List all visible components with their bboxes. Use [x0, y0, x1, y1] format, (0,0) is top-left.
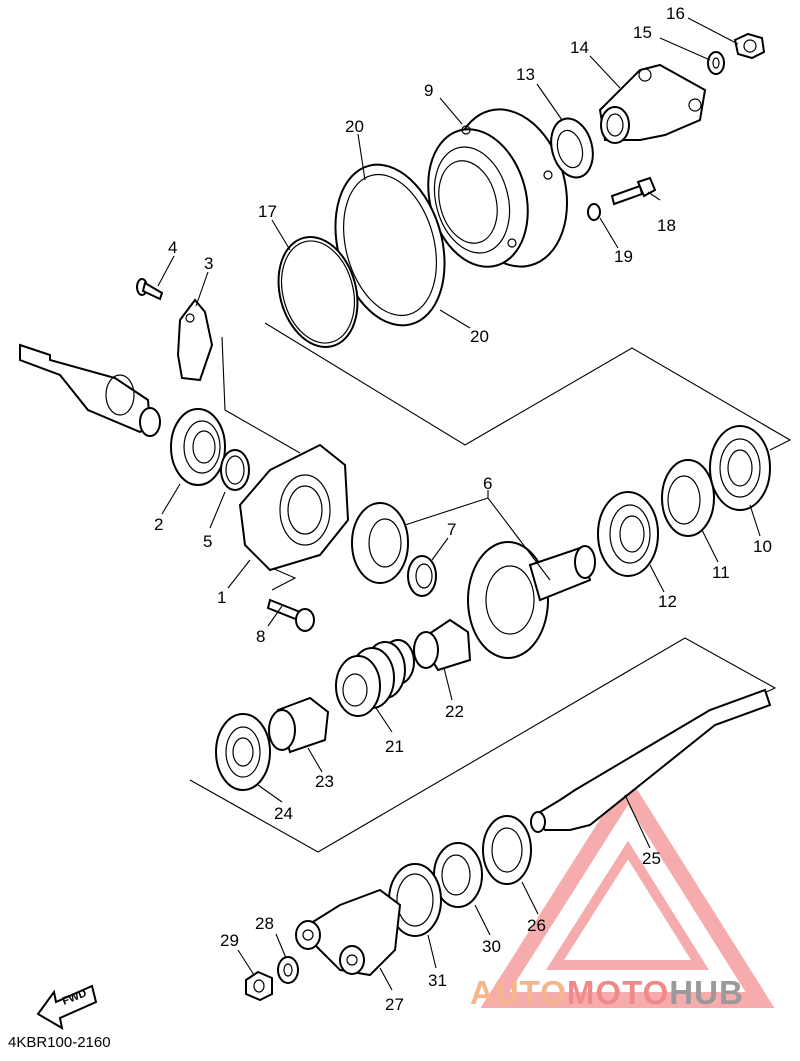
- label-29: 29: [220, 931, 239, 950]
- label-31: 31: [428, 971, 447, 990]
- label-20-bottom: 20: [470, 327, 489, 346]
- part-10-bearing: [709, 425, 771, 511]
- part-13-seal: [550, 117, 594, 179]
- part-11-nut: [661, 459, 715, 537]
- part-5-circlip: [220, 449, 250, 491]
- watermark-text: AUTOMOTOHUB: [470, 974, 744, 1012]
- diagram-code: 4KBR100-2160: [8, 1034, 111, 1051]
- label-11: 11: [712, 563, 730, 582]
- part-18-bolt: [610, 176, 657, 206]
- label-24: 24: [274, 804, 293, 823]
- label-20-top: 20: [345, 117, 364, 136]
- label-27: 27: [385, 995, 404, 1014]
- watermark-logo: [480, 775, 775, 1008]
- part-20-gasket: [334, 163, 446, 327]
- label-19: 19: [614, 247, 633, 266]
- part-7-bearing: [407, 555, 437, 597]
- label-16: 16: [666, 4, 685, 23]
- fwd-arrow-icon: FWD: [36, 984, 98, 1030]
- part-28-washer: [277, 956, 299, 984]
- part-8-bolt: [266, 598, 315, 632]
- part-15-washer: [707, 51, 725, 75]
- label-17: 17: [258, 202, 277, 221]
- label-23: 23: [315, 772, 334, 791]
- label-30: 30: [482, 937, 501, 956]
- label-6: 6: [483, 474, 492, 493]
- part-21-spring: [335, 639, 415, 717]
- label-2: 2: [154, 515, 163, 534]
- part-22-collar: [413, 618, 472, 672]
- label-7: 7: [447, 520, 456, 539]
- part-6-gear-small: [351, 502, 409, 584]
- part-14-yoke: [598, 63, 707, 144]
- label-13: 13: [516, 65, 535, 84]
- part-25-shaft: [530, 688, 772, 833]
- watermark-hub: HUB: [669, 974, 744, 1011]
- leader-lines: [157, 17, 761, 991]
- label-3: 3: [204, 254, 213, 273]
- label-21: 21: [385, 737, 404, 756]
- label-28: 28: [255, 914, 274, 933]
- part-27-yoke: [295, 888, 402, 977]
- part-17-oring: [277, 236, 359, 348]
- label-14: 14: [570, 38, 589, 57]
- part-29-nut: [245, 970, 273, 1002]
- input-shaft: [19, 343, 161, 437]
- label-9: 9: [424, 81, 433, 100]
- part-4-screw: [136, 278, 164, 301]
- watermark-auto: AUTO: [470, 974, 567, 1011]
- group-outlines: [189, 322, 792, 853]
- label-15: 15: [633, 23, 652, 42]
- label-18: 18: [657, 216, 676, 235]
- part-9-housing: [427, 108, 569, 268]
- label-10: 10: [753, 537, 772, 556]
- label-5: 5: [203, 532, 212, 551]
- part-19-washer: [587, 203, 601, 221]
- label-12: 12: [658, 592, 677, 611]
- part-26-seal: [482, 815, 532, 885]
- label-8: 8: [256, 627, 265, 646]
- part-labels: 16 15 14 13 9 20 17 18 19 4 3 20 2 5 1 6…: [154, 4, 772, 1014]
- label-26: 26: [527, 916, 546, 935]
- part-3-stopper: [176, 298, 214, 382]
- part-23-collar: [268, 696, 330, 754]
- part-2-bearing: [170, 408, 226, 486]
- part-6-gear-large: [467, 541, 596, 659]
- part-1-housing: [238, 443, 350, 572]
- watermark-moto: MOTO: [566, 974, 670, 1011]
- label-1: 1: [217, 588, 226, 607]
- label-4: 4: [168, 238, 177, 257]
- label-22: 22: [445, 702, 464, 721]
- part-30-nut: [433, 842, 483, 908]
- part-16-nut: [733, 32, 766, 60]
- label-25: 25: [642, 849, 661, 868]
- part-12-bearing: [597, 491, 659, 577]
- part-24-bearing: [215, 713, 271, 791]
